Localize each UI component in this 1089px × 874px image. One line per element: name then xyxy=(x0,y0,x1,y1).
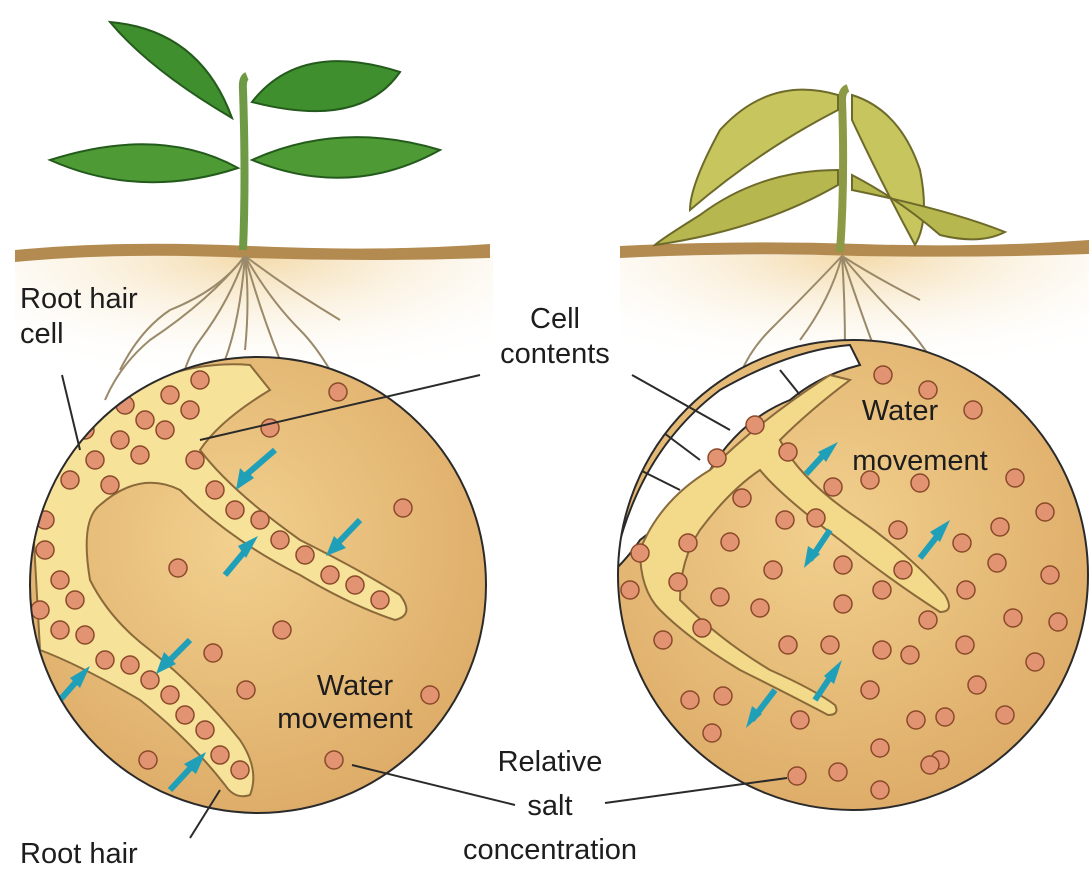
label-root-hair-cell-line2: cell xyxy=(20,318,64,351)
left-magnified-circle xyxy=(30,357,486,813)
label-water-right-line1: Water xyxy=(825,395,975,428)
healthy-plant xyxy=(50,22,440,250)
label-relative-line1: Relative xyxy=(465,746,635,779)
right-leaf-right-top xyxy=(852,95,924,245)
label-relative-line3: concentration xyxy=(435,834,665,867)
label-root-hair: Root hair xyxy=(20,838,138,871)
right-ground-line xyxy=(620,240,1089,258)
left-stem xyxy=(243,76,247,250)
left-leaf-lower-right xyxy=(252,137,440,178)
wilted-plant xyxy=(655,88,1005,252)
label-cell-contents-line1: Cell xyxy=(470,303,640,336)
left-leaf-right xyxy=(252,61,400,111)
right-leaf-left-low xyxy=(655,170,838,245)
right-stem xyxy=(840,88,848,252)
label-water-right-line2: movement xyxy=(820,445,1020,478)
right-leaf-right-low xyxy=(852,175,1005,239)
label-relative-line2: salt xyxy=(465,790,635,823)
label-cell-contents-line2: contents xyxy=(470,338,640,371)
left-leaf-lower-left xyxy=(50,144,238,182)
label-root-hair-cell-line1: Root hair xyxy=(20,283,138,316)
left-leaf-top xyxy=(110,22,232,118)
label-water-left-line1: Water xyxy=(265,670,445,703)
label-water-left-line2: movement xyxy=(250,703,440,736)
